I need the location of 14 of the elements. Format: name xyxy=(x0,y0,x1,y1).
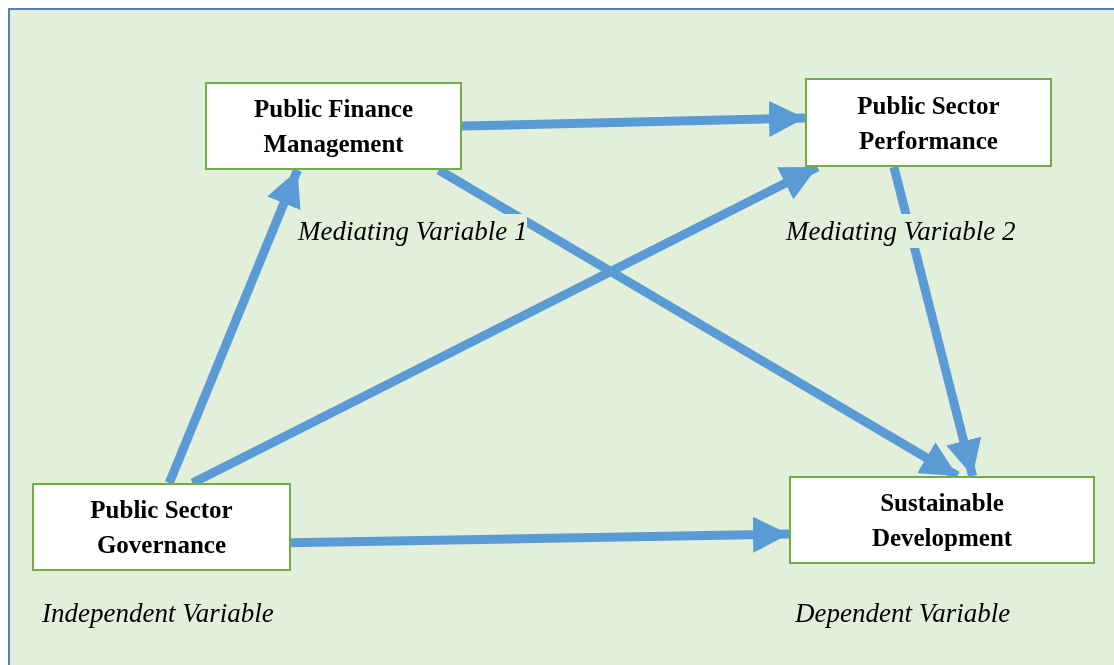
arrow xyxy=(290,516,790,553)
variable-box xyxy=(805,78,1052,167)
box-title: Public Finance Management xyxy=(252,94,414,159)
variable-caption: Mediating Variable 2 xyxy=(786,214,1016,248)
box-title: Sustainable Development xyxy=(870,488,1014,553)
variable-box xyxy=(205,82,462,170)
variable-box xyxy=(789,476,1095,564)
arrow xyxy=(165,168,302,485)
variable-caption: Mediating Variable 1 xyxy=(298,214,528,248)
box-title: Public Sector Performance xyxy=(856,90,1001,156)
arrow xyxy=(889,165,982,478)
arrow xyxy=(461,100,806,137)
box-title: Public Sector Governance xyxy=(89,495,234,560)
variable-box xyxy=(32,483,291,571)
